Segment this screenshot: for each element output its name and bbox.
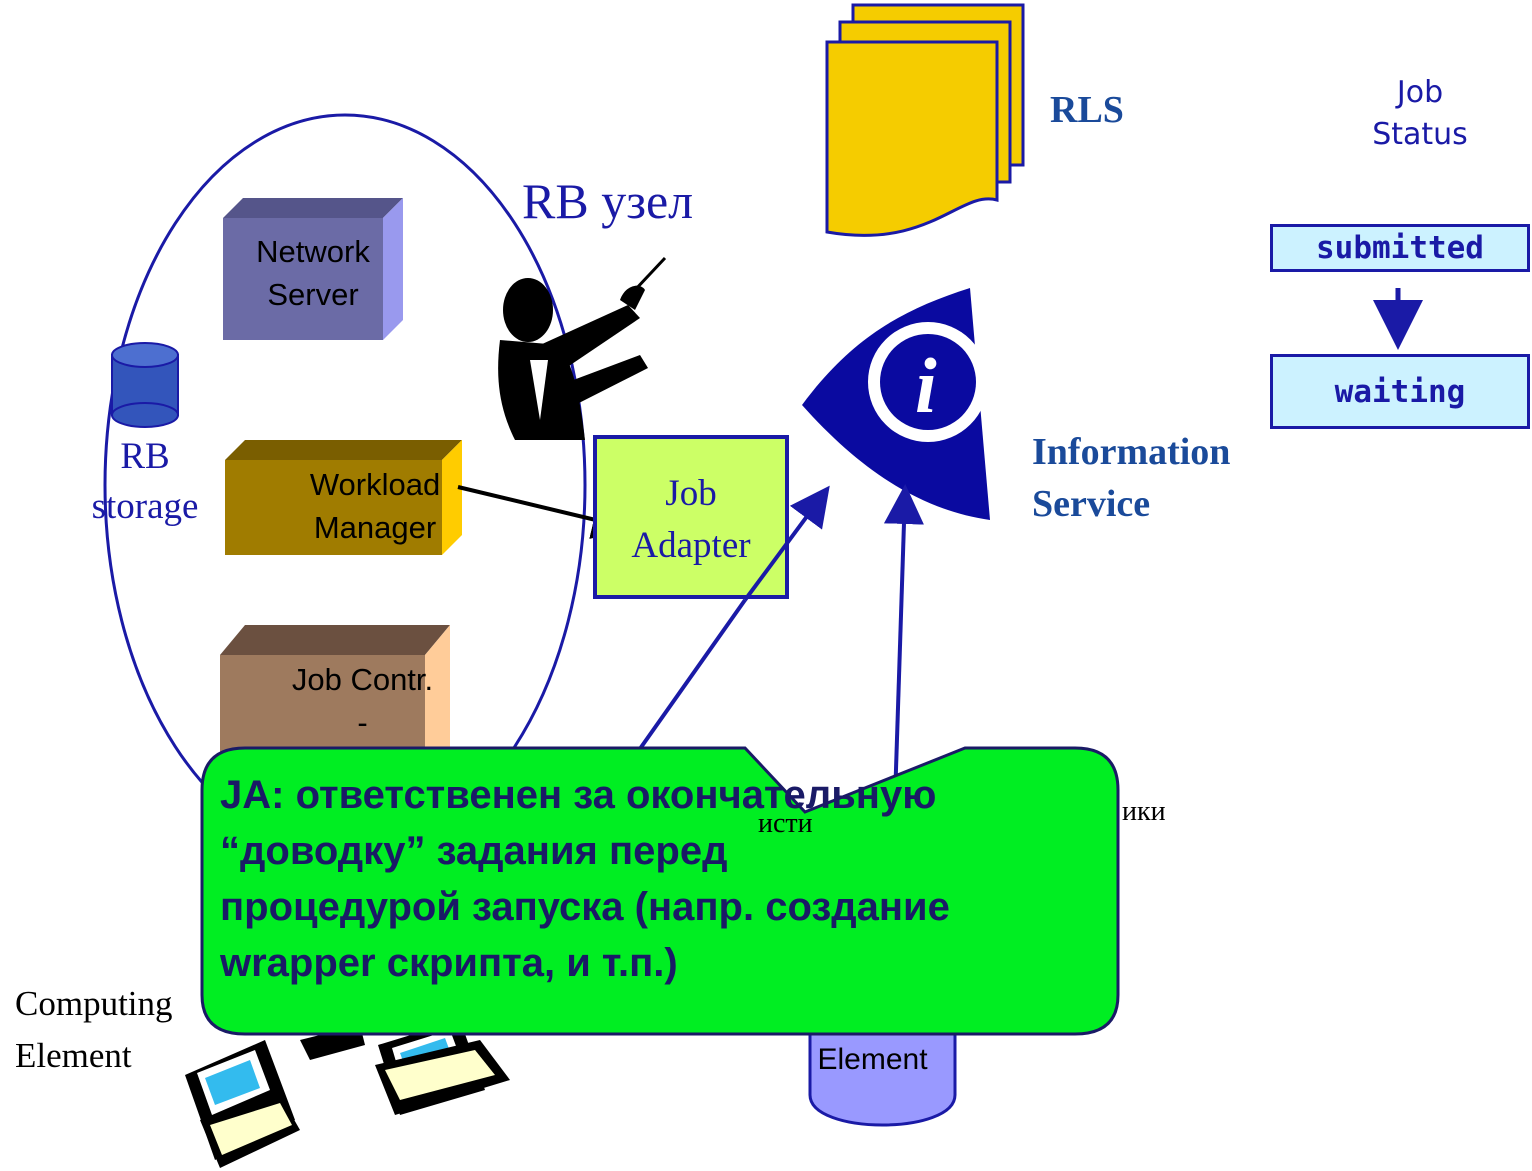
computer-icon (375, 1020, 510, 1115)
callout-line: “доводку” задания перед (220, 829, 728, 873)
rls-label: RLS (1050, 89, 1124, 131)
rb-node-title: RB узел (522, 173, 694, 229)
ja-to-is-arrow (743, 485, 830, 602)
callout-line: JA: ответственен за окончательную (220, 773, 937, 817)
rb-storage-cylinder-icon (111, 342, 179, 428)
workload-manager-box (225, 440, 462, 555)
callout-line: процедурой запуска (напр. создание (220, 885, 950, 929)
job-adapter-box (593, 435, 789, 599)
rb-storage-label: RB storage (91, 436, 199, 527)
callout-line: wrapper скрипта, и т.п.) (220, 941, 678, 985)
network-server-box (223, 198, 403, 340)
se-to-is-arrow (883, 484, 924, 801)
network-server-label: Network Server (256, 234, 370, 312)
storage-element-label: Element (817, 1043, 928, 1076)
job-status-title: Job Status (1372, 75, 1468, 152)
computing-element-label: Computing Element (15, 984, 173, 1075)
callout-bubble (200, 746, 1120, 1036)
workload-manager-label: Workload Manager (309, 467, 441, 545)
status-submitted: submitted (1270, 224, 1530, 272)
callout-text: JA: ответственен за окончательную “довод… (220, 767, 1110, 991)
storage-element-cylinder-icon (808, 1018, 957, 1127)
rls-documents-icon (825, 3, 1025, 237)
job-adapter-label: Job Adapter (631, 473, 751, 566)
conductor-icon (498, 256, 667, 440)
computer-icon (185, 1040, 300, 1168)
status-waiting: waiting (1270, 354, 1530, 429)
information-service-icon: i (802, 288, 990, 520)
svg-text:i: i (915, 342, 937, 429)
hidden-text-right: ики (1122, 796, 1166, 827)
information-service-label: Information Service (1032, 431, 1231, 525)
ce-to-ja-line (623, 598, 747, 772)
hidden-text-left: исти (758, 808, 813, 839)
job-controller-label: Job Contr. - (291, 662, 434, 740)
